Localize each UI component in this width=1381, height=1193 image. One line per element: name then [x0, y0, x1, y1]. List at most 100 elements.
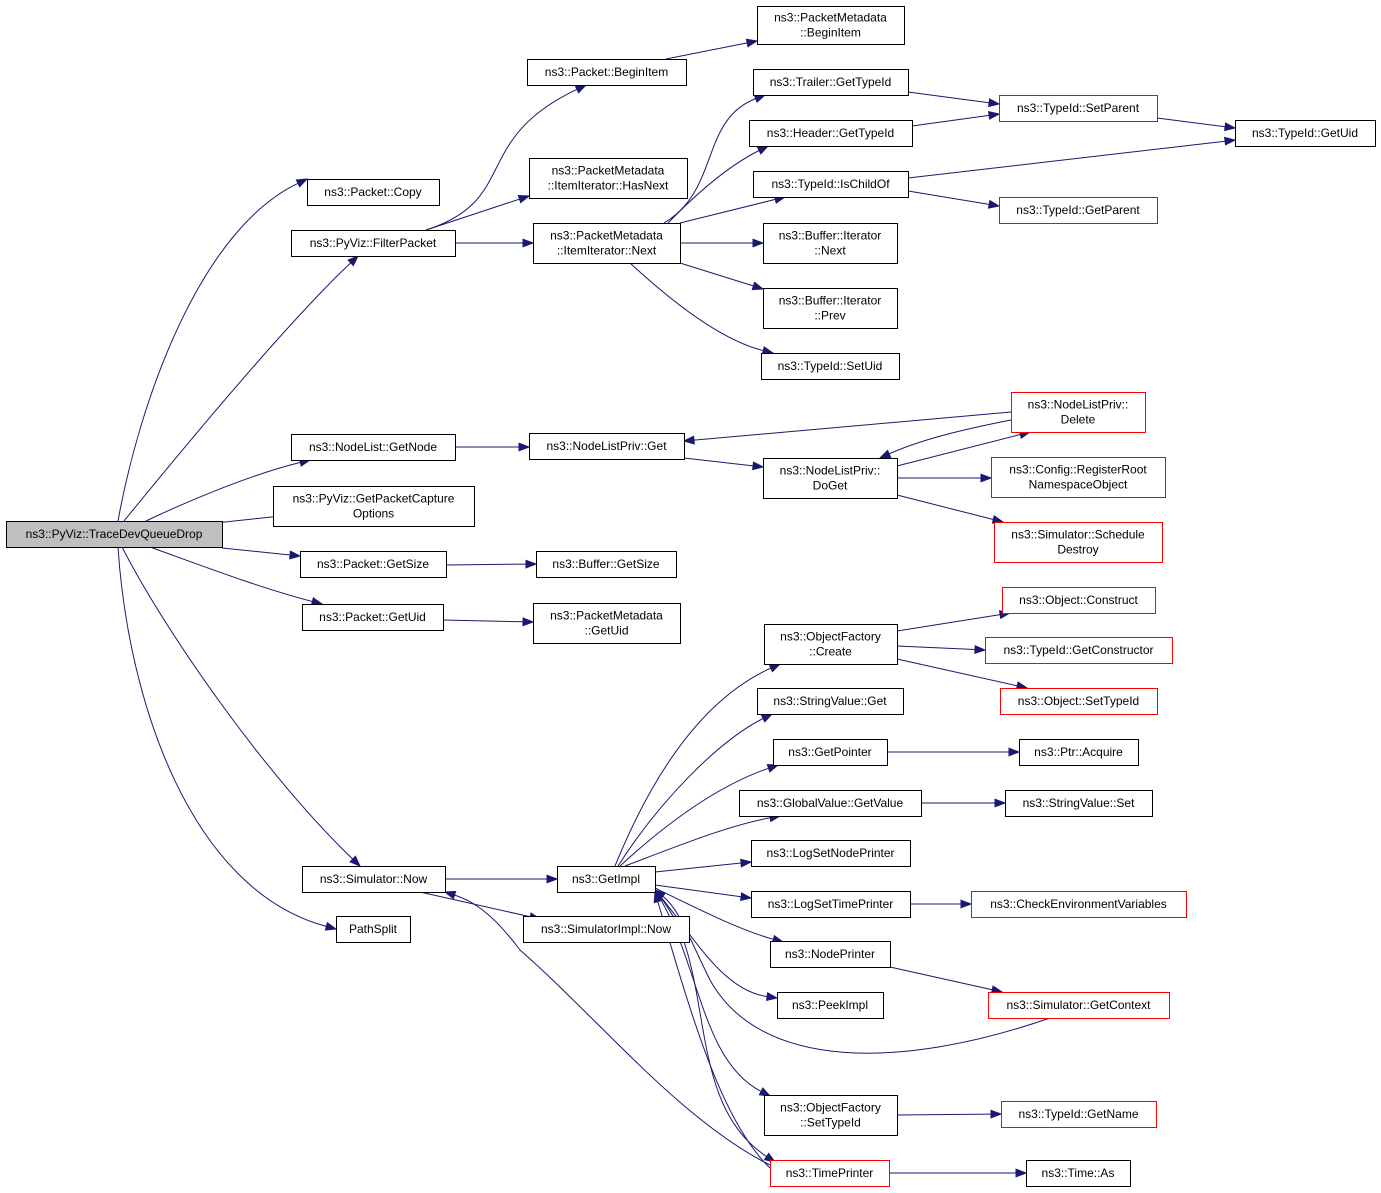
node-box [1000, 688, 1158, 715]
arrowhead-icon [522, 238, 535, 248]
node-hasnext[interactable]: ns3::PacketMetadata::ItemIterator::HasNe… [529, 158, 688, 199]
node-nlget[interactable]: ns3::NodeListPriv::Get [529, 433, 685, 460]
node-getuid[interactable]: ns3::Packet::GetUid [302, 604, 444, 631]
node-doget[interactable]: ns3::NodeListPriv::DoGet [763, 458, 898, 499]
node-label: ns3::NodeListPriv::Get [546, 439, 667, 453]
node-nldelete[interactable]: ns3::NodeListPriv::Delete [1011, 392, 1146, 433]
node-trailer[interactable]: ns3::Trailer::GetTypeId [753, 69, 909, 96]
node-getname[interactable]: ns3::TypeId::GetName [1001, 1101, 1157, 1128]
node-getimpl[interactable]: ns3::GetImpl [557, 866, 656, 893]
node-simnow[interactable]: ns3::Simulator::Now [302, 866, 446, 893]
edge-trace-to-simnow [121, 546, 362, 867]
node-tgetuid[interactable]: ns3::TypeId::GetUid [1235, 120, 1376, 147]
arrowhead-icon [349, 855, 362, 867]
arrowhead-icon [988, 110, 1001, 120]
node-getcontext[interactable]: ns3::Simulator::GetContext [988, 992, 1170, 1019]
node-getparent[interactable]: ns3::TypeId::GetParent [999, 197, 1158, 224]
arrowhead-icon [753, 94, 767, 103]
node-objconstruct[interactable]: ns3::Object::Construct [1002, 587, 1156, 614]
edge-trace-to-filter [123, 255, 360, 522]
node-label: ns3::Ptr::Acquire [1034, 745, 1123, 759]
edge-line [614, 667, 772, 867]
edge-getimpl-to-ofcreate [614, 663, 782, 867]
node-label: ns3::StringValue::Get [773, 694, 887, 708]
node-label: ns3::Simulator::Schedule [1011, 528, 1145, 542]
edge-line [693, 411, 1012, 441]
edge-getimpl-to-svget [617, 713, 774, 867]
edge-line [683, 457, 754, 467]
edge-line [907, 140, 1226, 179]
arrowhead-icon [525, 559, 538, 569]
arrowhead-icon [763, 1152, 777, 1163]
edge-next-to-bufnext [680, 238, 765, 248]
node-getnode[interactable]: ns3::NodeList::GetNode [291, 434, 456, 461]
node-label: ns3::PeekImpl [792, 998, 868, 1012]
node-ofcreate[interactable]: ns3::ObjectFactory::Create [764, 624, 898, 665]
edge-line [907, 91, 990, 104]
node-header[interactable]: ns3::Header::GetTypeId [749, 120, 913, 147]
node-label: ns3::Buffer::Iterator [779, 294, 882, 308]
node-box [753, 171, 909, 198]
node-label: ns3::Buffer::GetSize [552, 557, 659, 571]
node-lognode[interactable]: ns3::LogSetNodePrinter [751, 840, 911, 867]
node-label: ns3::SimulatorImpl::Now [541, 922, 671, 936]
node-getsize[interactable]: ns3::Packet::GetSize [300, 551, 447, 578]
node-beginitem[interactable]: ns3::Packet::BeginItem [527, 59, 687, 86]
node-copy[interactable]: ns3::Packet::Copy [307, 179, 440, 206]
arrowhead-icon [289, 550, 302, 560]
node-box [770, 941, 891, 968]
node-timeprinter[interactable]: ns3::TimePrinter [770, 1160, 890, 1187]
node-box [533, 603, 681, 644]
node-box [763, 288, 898, 329]
node-setparent[interactable]: ns3::TypeId::SetParent [999, 95, 1158, 122]
arrowhead-icon [1224, 136, 1237, 146]
node-ptracquire[interactable]: ns3::Ptr::Acquire [1019, 739, 1139, 766]
node-setuid[interactable]: ns3::TypeId::SetUid [761, 353, 900, 380]
node-ofsettypeid[interactable]: ns3::ObjectFactory::SetTypeId [764, 1095, 898, 1136]
node-bufgetsize[interactable]: ns3::Buffer::GetSize [536, 551, 677, 578]
node-label: ns3::TimePrinter [786, 1166, 874, 1180]
node-checkenv[interactable]: ns3::CheckEnvironmentVariables [971, 891, 1187, 918]
node-svget[interactable]: ns3::StringValue::Get [757, 688, 904, 715]
node-simimplnow[interactable]: ns3::SimulatorImpl::Now [523, 916, 690, 943]
node-next[interactable]: ns3::PacketMetadata::ItemIterator::Next [533, 223, 681, 264]
node-logtime[interactable]: ns3::LogSetTimePrinter [751, 891, 911, 918]
node-filter[interactable]: ns3::PyViz::FilterPacket [291, 230, 456, 257]
edge-ofsettypeid-to-getname [896, 1109, 1003, 1119]
node-pmgetuid[interactable]: ns3::PacketMetadata::GetUid [533, 603, 681, 644]
node-peekimpl[interactable]: ns3::PeekImpl [777, 992, 884, 1019]
node-nodeprinter[interactable]: ns3::NodePrinter [770, 941, 891, 968]
node-timeas[interactable]: ns3::Time::As [1026, 1160, 1131, 1187]
node-label: ::ItemIterator::HasNext [548, 179, 669, 193]
edge-line [911, 114, 990, 127]
arrowhead-icon [682, 435, 695, 445]
node-gvgetvalue[interactable]: ns3::GlobalValue::GetValue [739, 790, 922, 817]
edge-ischild-to-tgetuid [907, 136, 1237, 179]
node-label: ns3::Object::SetTypeId [1018, 694, 1139, 708]
node-box [999, 95, 1158, 122]
node-svset[interactable]: ns3::StringValue::Set [1005, 790, 1153, 817]
node-pathsplit[interactable]: PathSplit [336, 916, 411, 943]
node-label: ns3::TypeId::GetUid [1252, 126, 1358, 140]
node-bufprev[interactable]: ns3::Buffer::Iterator::Prev [763, 288, 898, 329]
node-objsettypeid[interactable]: ns3::Object::SetTypeId [1000, 688, 1158, 715]
arrowhead-icon [347, 255, 360, 267]
node-getpointer[interactable]: ns3::GetPointer [773, 739, 888, 766]
node-getconstructor[interactable]: ns3::TypeId::GetConstructor [985, 637, 1173, 664]
arrowhead-icon [768, 663, 782, 673]
node-ischild[interactable]: ns3::TypeId::IsChildOf [753, 171, 909, 198]
node-label: Destroy [1057, 543, 1098, 557]
node-label: ::ItemIterator::Next [557, 244, 657, 258]
edge-nldelete-to-doget [878, 419, 1012, 459]
edge-line [896, 614, 1001, 632]
node-bufnext[interactable]: ns3::Buffer::Iterator::Next [763, 223, 898, 264]
arrowhead-icon [987, 199, 1001, 209]
node-pmbegin[interactable]: ns3::PacketMetadata::BeginItem [757, 6, 905, 45]
edge-line [624, 817, 771, 867]
edge-line [1156, 117, 1226, 128]
edge-line [221, 547, 291, 556]
edge-line [425, 88, 578, 231]
